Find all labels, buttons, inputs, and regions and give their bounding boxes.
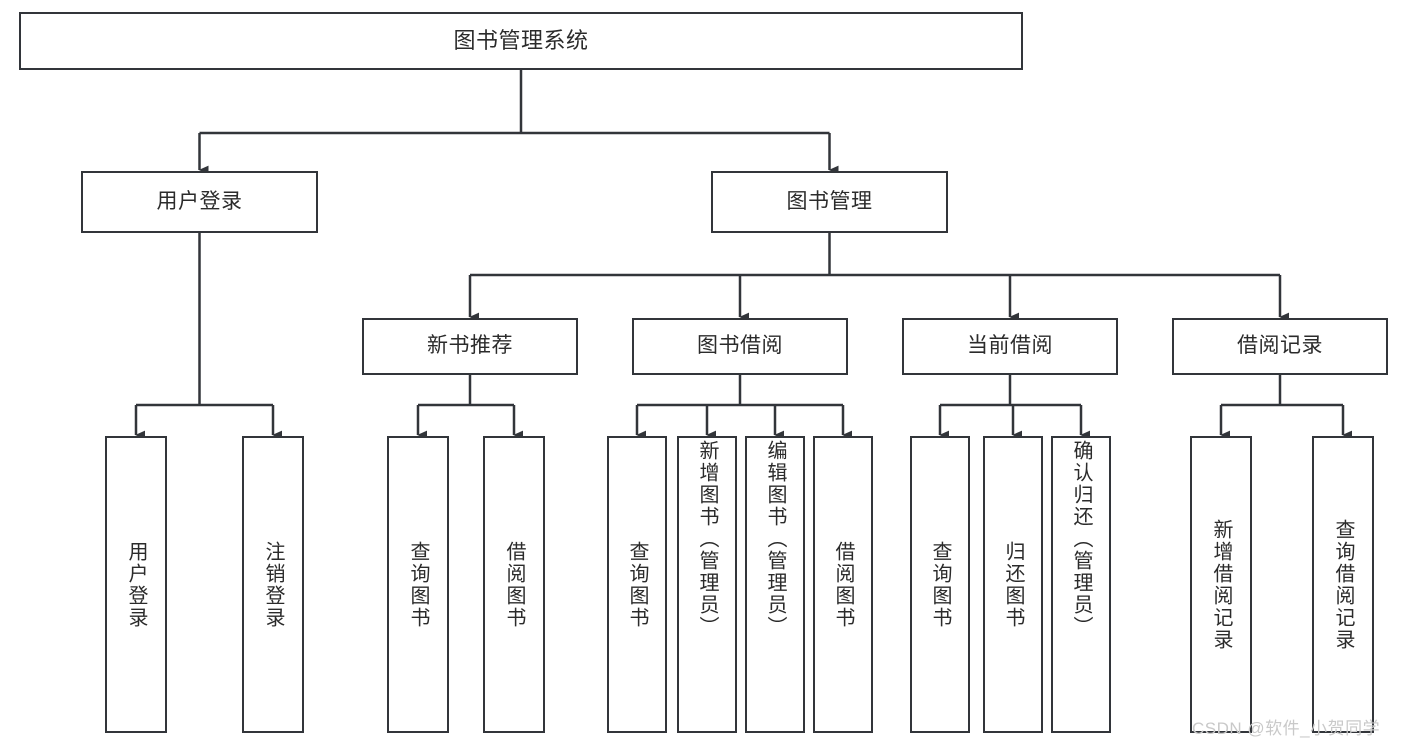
node-book-management[interactable]: 图书管理: [711, 171, 948, 233]
node-label: 新增借阅记录: [1210, 518, 1232, 651]
node-label: 查询图书: [626, 540, 648, 629]
node-label: 编辑图书（管理员）: [764, 440, 786, 638]
node-user-login[interactable]: 用户登录: [81, 171, 318, 233]
node-leaf-return-books[interactable]: 归还图书: [983, 436, 1043, 733]
node-label: 借阅记录: [1237, 334, 1323, 358]
node-label: 当前借阅: [967, 334, 1053, 358]
node-label: 图书管理: [786, 189, 873, 213]
node-label: 注销登录: [262, 540, 284, 629]
node-current-borrow[interactable]: 当前借阅: [902, 318, 1118, 375]
node-leaf-user-login[interactable]: 用户登录: [105, 436, 167, 733]
node-label: 查询图书: [407, 540, 429, 629]
node-leaf-borrow-books-2[interactable]: 借阅图书: [813, 436, 873, 733]
node-root[interactable]: 图书管理系统: [19, 12, 1023, 70]
connector-paths: [134, 70, 1353, 440]
node-label: 借阅图书: [503, 540, 525, 629]
node-label: 确认归还（管理员）: [1070, 440, 1092, 638]
node-label: 归还图书: [1002, 540, 1024, 629]
node-leaf-edit-book-admin[interactable]: 编辑图书（管理员）: [745, 436, 805, 733]
node-book-borrow[interactable]: 图书借阅: [632, 318, 848, 375]
node-leaf-add-borrow-record[interactable]: 新增借阅记录: [1190, 436, 1252, 733]
node-leaf-confirm-return-admin[interactable]: 确认归还（管理员）: [1051, 436, 1111, 733]
node-leaf-query-books-1[interactable]: 查询图书: [387, 436, 449, 733]
watermark-text: CSDN @软件_小贺同学: [1192, 719, 1381, 738]
node-label: 图书借阅: [697, 334, 783, 358]
node-borrow-record[interactable]: 借阅记录: [1172, 318, 1388, 375]
node-label: 图书管理系统: [453, 28, 589, 54]
node-label: 借阅图书: [832, 540, 854, 629]
node-leaf-query-books-2[interactable]: 查询图书: [607, 436, 667, 733]
node-leaf-add-book-admin[interactable]: 新增图书（管理员）: [677, 436, 737, 733]
node-label: 用户登录: [156, 189, 243, 213]
node-label: 用户登录: [125, 540, 147, 629]
node-new-book-recommend[interactable]: 新书推荐: [362, 318, 578, 375]
node-leaf-logout[interactable]: 注销登录: [242, 436, 304, 733]
node-label: 查询图书: [929, 540, 951, 629]
node-leaf-borrow-books-1[interactable]: 借阅图书: [483, 436, 545, 733]
node-label: 新书推荐: [427, 334, 513, 358]
node-label: 新增图书（管理员）: [696, 440, 718, 638]
node-leaf-query-borrow-record[interactable]: 查询借阅记录: [1312, 436, 1374, 733]
node-leaf-query-books-3[interactable]: 查询图书: [910, 436, 970, 733]
node-label: 查询借阅记录: [1332, 518, 1354, 651]
